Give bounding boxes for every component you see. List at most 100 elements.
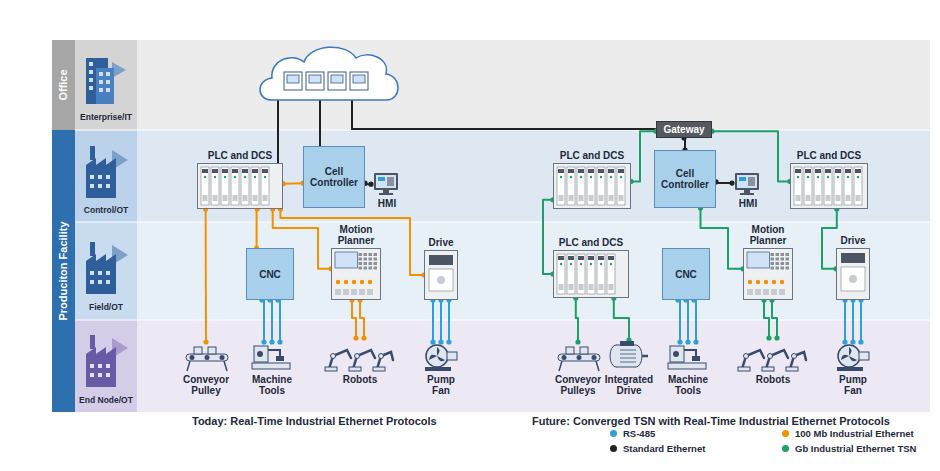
node-plc: PLC and DCS [553,250,629,298]
tier-label: Field/OT [89,302,123,312]
legend-text: Standard Ethernet [623,443,705,454]
pump-icon [829,342,875,372]
mach-icon [247,342,295,372]
office-building-icon [86,58,126,104]
factory-icon [86,146,128,198]
node-label: Machine Tools [664,374,712,396]
connector-line [860,300,862,342]
tier-label: End Node/OT [79,395,133,405]
node-end: Machine Tools [664,342,712,396]
office-band [137,40,930,130]
connector [259,297,282,344]
node-label: HMI [371,198,403,209]
band-label: Office [57,69,69,100]
node-label: Integrated Drive [604,374,654,396]
connector-port [261,339,266,344]
tier-label: Control/OT [84,205,128,215]
connector-line [852,300,854,342]
connector-line [576,298,578,342]
end-node-band [137,320,930,412]
idrive-icon [604,340,650,372]
legend-text: 100 Mb Industrial Ethernet [795,428,914,439]
drive-illustration [424,250,458,300]
plc-illustration [790,163,868,209]
connector-port [729,181,734,186]
connector [349,297,366,340]
plc-illustration [553,163,631,209]
node-label: HMI [732,198,764,209]
connector-line [278,300,280,342]
connector-line [360,300,364,338]
cloud-illustration [260,47,398,100]
node-end: Conveyor Pulleys [549,342,607,396]
mach-icon [664,342,710,372]
node-end: Robots [321,338,399,385]
node-end: Integrated Drive [604,340,654,396]
connector-port [361,335,366,340]
node-heading: PLC and DCS [560,150,624,161]
connector-line [205,209,207,342]
connector-line [822,209,837,269]
box-label: CNC [672,269,700,280]
connector [254,206,260,250]
hmi-icon [732,172,762,196]
connector-port [575,339,580,344]
connector-line [614,298,629,340]
connector-line [352,300,356,338]
legend-swatch [610,445,617,452]
connector [430,297,451,344]
control-band [137,130,930,222]
connector-line [256,209,259,248]
node-cnc: CNC [662,248,710,300]
node-end: Pump Fan [417,342,465,396]
connector [713,179,734,185]
legend-item: Standard Ethernet [610,443,705,454]
legend-item: RS-485 [610,428,655,439]
hmi-icon [371,172,401,196]
node-plc: PLC and DCS [553,163,631,209]
connector [842,297,863,344]
node-label: Conveyor Pulley [179,374,233,396]
conv-icon [549,342,605,372]
connector-port [446,339,451,344]
legend-swatch [782,445,789,452]
connector-port [203,339,208,344]
legend-item: Gb Industrial Ethernet TSN [782,443,916,454]
connector-port [353,335,358,340]
connector-line [631,131,656,181]
plc-illustration [197,163,283,209]
connector-line [270,300,272,342]
section-title: Future: Converged TSN with Real-Time Ind… [532,415,890,427]
factory-icon [86,242,128,294]
connector-port [858,339,863,344]
tier-label: Enterprise/IT [80,112,132,122]
connector-line [262,300,264,342]
connector-port [438,339,443,344]
robot-icon [734,338,810,372]
connector [573,295,580,344]
drive-illustration [836,248,870,300]
node-hmi: HMI [371,172,403,209]
band-label: Produciton Facility [57,221,69,320]
legend-swatch [782,430,789,437]
connector-port [850,339,855,344]
tier-cell [75,130,137,222]
node-heading: PLC and DCS [208,150,272,161]
node-label: Conveyor Pulleys [549,374,607,396]
connector [278,206,427,277]
connector-line [440,300,442,342]
node-plc: PLC and DCS [197,163,283,209]
node-end: Conveyor Pulley [179,342,233,396]
connector-line [694,300,696,342]
node-end: Machine Tools [247,342,297,396]
connector-line [686,300,688,342]
node-drive: Drive [836,248,870,300]
connector-port [766,335,771,340]
connector [611,295,631,342]
mp-illustration [331,248,381,300]
connector-line [448,300,450,342]
connector [761,297,779,340]
node-drive: Drive [424,250,458,300]
